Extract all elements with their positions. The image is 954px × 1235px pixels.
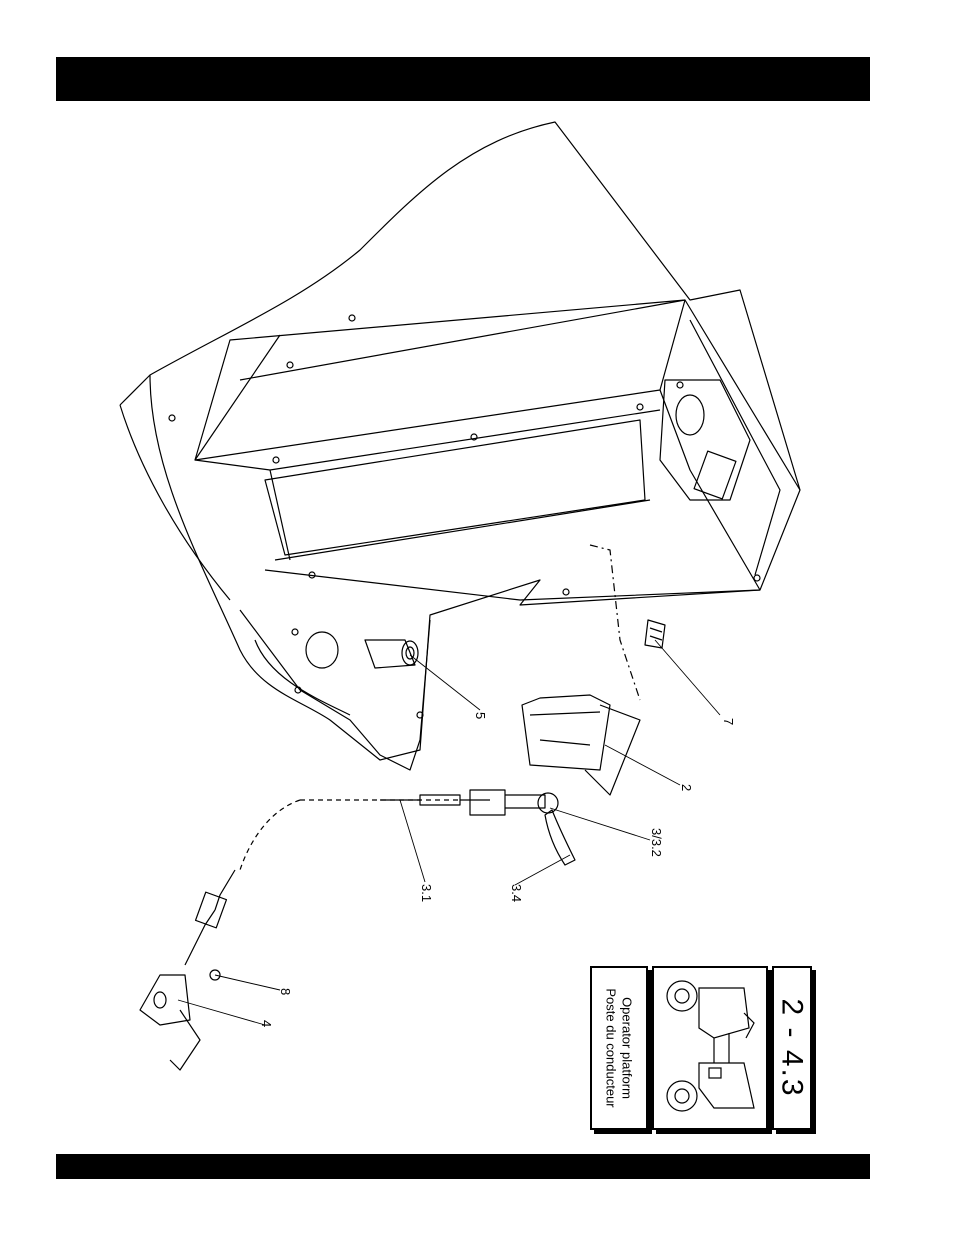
callout-3-3-2: 3/3.2 — [649, 828, 664, 857]
title-french: Poste du conducteur — [603, 988, 619, 1107]
seat-shield-outline — [150, 122, 800, 760]
callout-8: 8 — [278, 988, 293, 995]
callout-2: 2 — [679, 784, 694, 791]
section-number: 2 - 4.3 — [775, 998, 809, 1097]
section-number-box: 2 - 4.3 — [772, 966, 812, 1130]
callout-3-4: 3.4 — [509, 884, 524, 902]
thumbnail-box — [652, 966, 768, 1130]
callout-5: 5 — [473, 712, 488, 719]
title-box: Operator platform Poste du conducteur — [590, 966, 648, 1130]
callout-7: 7 — [721, 718, 736, 725]
callout-3-1: 3.1 — [419, 884, 434, 902]
title-english: Operator platform — [619, 988, 635, 1107]
callout-4: 4 — [259, 1020, 274, 1027]
roller-machine-thumbnail-icon — [654, 968, 766, 1128]
